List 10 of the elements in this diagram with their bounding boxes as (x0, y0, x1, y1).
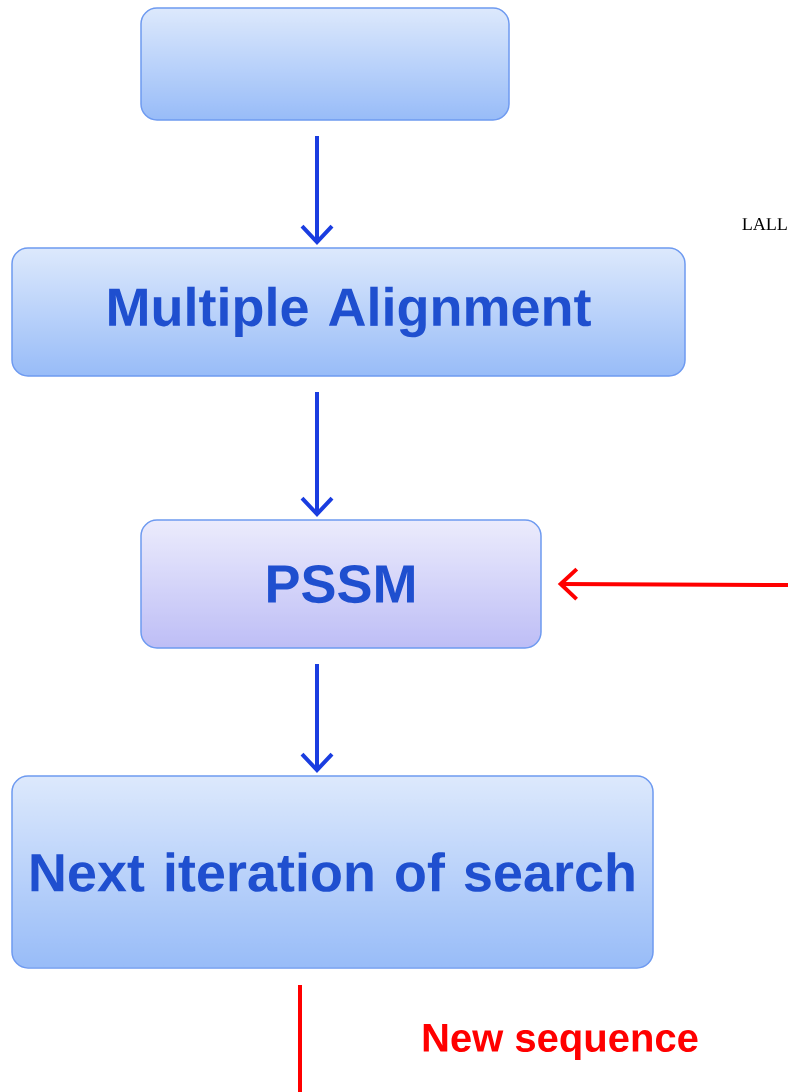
process-box: Multiple Alignment (11, 247, 686, 377)
cut-off-text: LALL (742, 218, 787, 230)
arrow (300, 392, 334, 517)
arrow (300, 664, 334, 773)
process-box: Next iteration of search (11, 775, 654, 969)
process-box: PSSM (140, 519, 542, 649)
note-text: New sequence (423, 1024, 698, 1060)
arrow (300, 136, 334, 245)
arrow (557, 567, 788, 601)
process-box (140, 7, 510, 121)
